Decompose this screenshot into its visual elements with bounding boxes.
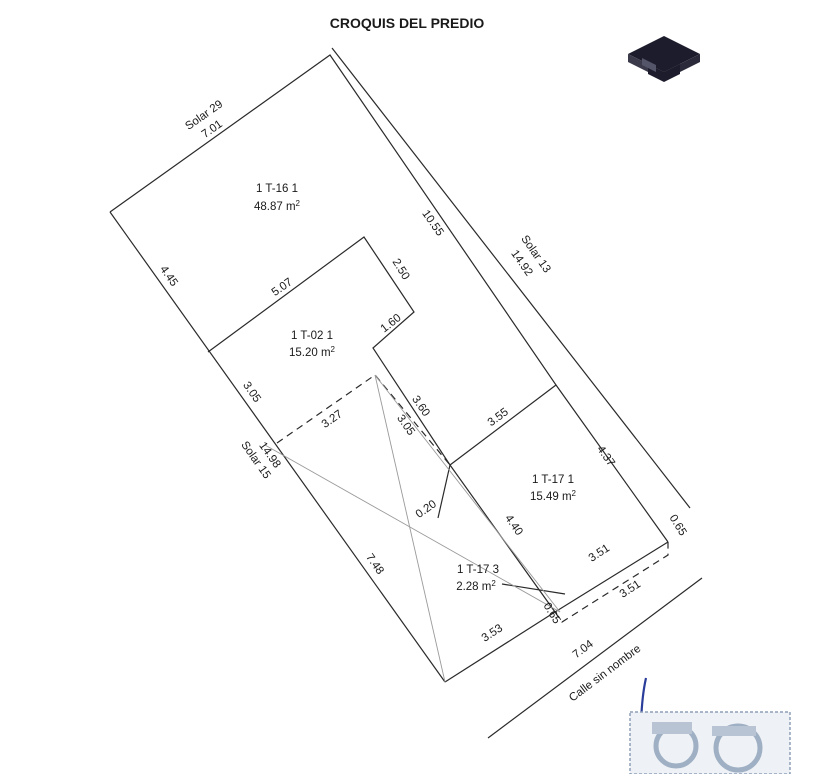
dim-3-05-inner: 3.05 <box>394 413 417 438</box>
neighbor-south-length: 7.04 <box>571 638 597 661</box>
diagram-title: CROQUIS DEL PREDIO <box>330 15 485 31</box>
dim-4-45: 4.45 <box>157 264 180 289</box>
plot-boundary <box>109 54 669 683</box>
dim-3-53: 3.53 <box>480 622 505 644</box>
dim-3-60: 3.60 <box>409 394 432 419</box>
dim-2-50: 2.50 <box>390 257 412 282</box>
parcel-id: 1 T-16 1 <box>256 183 298 195</box>
diagonal-lines <box>264 374 561 683</box>
dim-3-55: 3.55 <box>486 406 511 429</box>
dim-7-48: 7.48 <box>363 552 386 577</box>
dim-3-51-top: 3.51 <box>587 542 612 564</box>
dim-4-40: 4.40 <box>502 513 525 538</box>
neighbor-reference-lines <box>331 47 703 739</box>
house-roof-logo-icon <box>628 36 700 82</box>
signature-stamp-icon <box>629 677 791 774</box>
parcel-area: 15.49 m2 <box>530 489 577 503</box>
dim-0-65-right: 0.65 <box>667 513 689 538</box>
parcel-1-t-17-3: 1 T-17 3 2.28 m2 <box>456 564 499 593</box>
parcel-area: 2.28 m2 <box>456 579 496 593</box>
dashed-lines <box>276 374 669 623</box>
parcel-1-t-16-1: 1 T-16 1 48.87 m2 <box>254 183 301 213</box>
dim-3-51-bottom: 3.51 <box>618 578 643 600</box>
parcel-area: 48.87 m2 <box>254 199 301 213</box>
dim-0-20: 0.20 <box>414 498 439 521</box>
parcel-area: 15.20 m2 <box>289 345 336 359</box>
dim-10-55: 10.55 <box>419 208 445 238</box>
parcel-id: 1 T-02 1 <box>291 330 333 342</box>
dim-3-27: 3.27 <box>320 408 345 431</box>
parcel-1-t-02-1: 1 T-02 1 15.20 m2 <box>289 330 336 359</box>
dim-0-65-bottom: 0.65 <box>541 601 563 626</box>
dim-5-07: 5.07 <box>270 276 295 299</box>
parcel-id: 1 T-17 1 <box>532 474 574 486</box>
dim-3-05-left: 3.05 <box>240 380 263 405</box>
parcel-1-t-17-1: 1 T-17 1 15.49 m2 <box>530 474 577 503</box>
parcel-id: 1 T-17 3 <box>457 564 499 576</box>
neighbor-east: Solar 13 14.92 <box>508 233 552 278</box>
